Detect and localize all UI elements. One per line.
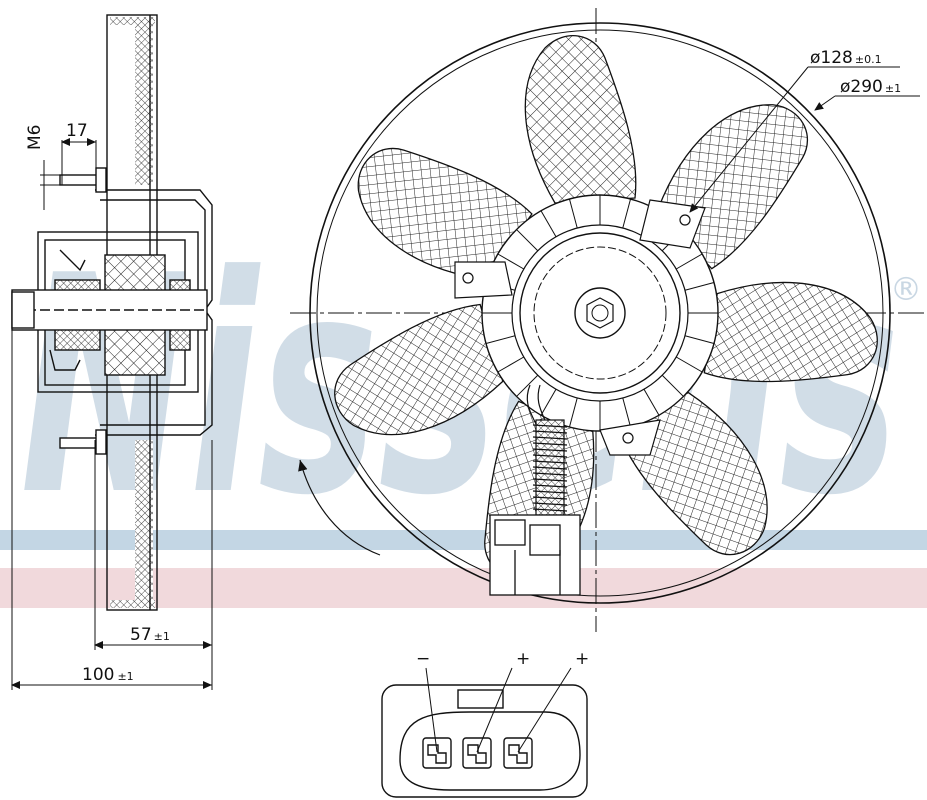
connector-plug bbox=[489, 514, 581, 596]
hub-rib bbox=[516, 374, 539, 397]
hub-rib bbox=[675, 253, 703, 270]
fan-blade bbox=[357, 147, 533, 281]
wire-harness bbox=[526, 384, 568, 516]
harness-ring bbox=[532, 490, 568, 494]
hub-rib bbox=[622, 198, 632, 229]
fan-blade bbox=[703, 281, 878, 383]
hub-rib bbox=[684, 335, 715, 345]
pin-polarity-label: + bbox=[575, 649, 589, 669]
hub-rib bbox=[497, 356, 525, 373]
mount-tab-top-right bbox=[639, 199, 706, 249]
harness-ring bbox=[532, 436, 568, 440]
dim-bolt-length: 17 bbox=[66, 121, 88, 141]
harness-ring bbox=[532, 496, 568, 500]
dim-thread: M6 bbox=[25, 125, 45, 150]
harness-ring bbox=[532, 502, 568, 506]
harness-ring bbox=[532, 466, 568, 470]
hub-rib bbox=[622, 397, 632, 428]
rotation-arrow bbox=[298, 459, 381, 556]
fan-blades bbox=[334, 35, 878, 579]
harness-ring bbox=[532, 424, 568, 428]
harness-ring bbox=[532, 448, 568, 452]
front-view bbox=[290, 8, 925, 632]
hub-rib bbox=[568, 198, 578, 229]
harness-ring bbox=[532, 454, 568, 458]
hub-rib bbox=[497, 253, 525, 270]
hub-rib bbox=[684, 281, 715, 291]
harness-ring bbox=[532, 478, 568, 482]
hub-rib bbox=[675, 356, 703, 373]
hub-rib bbox=[568, 397, 578, 428]
pin-leader-line bbox=[517, 667, 572, 753]
dim-depth: 57±1 bbox=[130, 625, 170, 645]
side-dimensions bbox=[11, 138, 213, 690]
hub-rib bbox=[485, 335, 516, 345]
dim-inner-diameter: ø128±0.1 bbox=[810, 48, 882, 68]
connector-pin bbox=[503, 737, 533, 769]
connector-pinout bbox=[381, 684, 588, 798]
fan-blade bbox=[524, 35, 637, 204]
connector-pin bbox=[462, 737, 492, 769]
harness-ring bbox=[532, 430, 568, 434]
fan-blade bbox=[334, 303, 504, 436]
pin-leader-line bbox=[476, 667, 513, 753]
pin-leader-line bbox=[425, 667, 438, 753]
connector-pin bbox=[422, 737, 452, 769]
hub-rib bbox=[540, 210, 557, 238]
dim-outer-diameter: ø290±1 bbox=[840, 77, 901, 97]
pin-polarity-label: − bbox=[416, 649, 430, 669]
dim-total: 100±1 bbox=[82, 665, 134, 685]
hub-rib bbox=[540, 388, 557, 416]
hub-rib bbox=[643, 388, 660, 416]
harness-ring bbox=[532, 472, 568, 476]
mount-tab-left bbox=[454, 261, 513, 299]
fan-outer-ring bbox=[309, 22, 891, 604]
harness-ring bbox=[532, 442, 568, 446]
harness-ring bbox=[532, 460, 568, 464]
harness-ring bbox=[532, 508, 568, 512]
side-view bbox=[11, 14, 213, 611]
hub-rib bbox=[661, 374, 684, 397]
harness-ring bbox=[532, 484, 568, 488]
hub-rib bbox=[516, 229, 539, 252]
pin-polarity-label: + bbox=[516, 649, 530, 669]
watermark-registered: ® bbox=[890, 270, 922, 308]
